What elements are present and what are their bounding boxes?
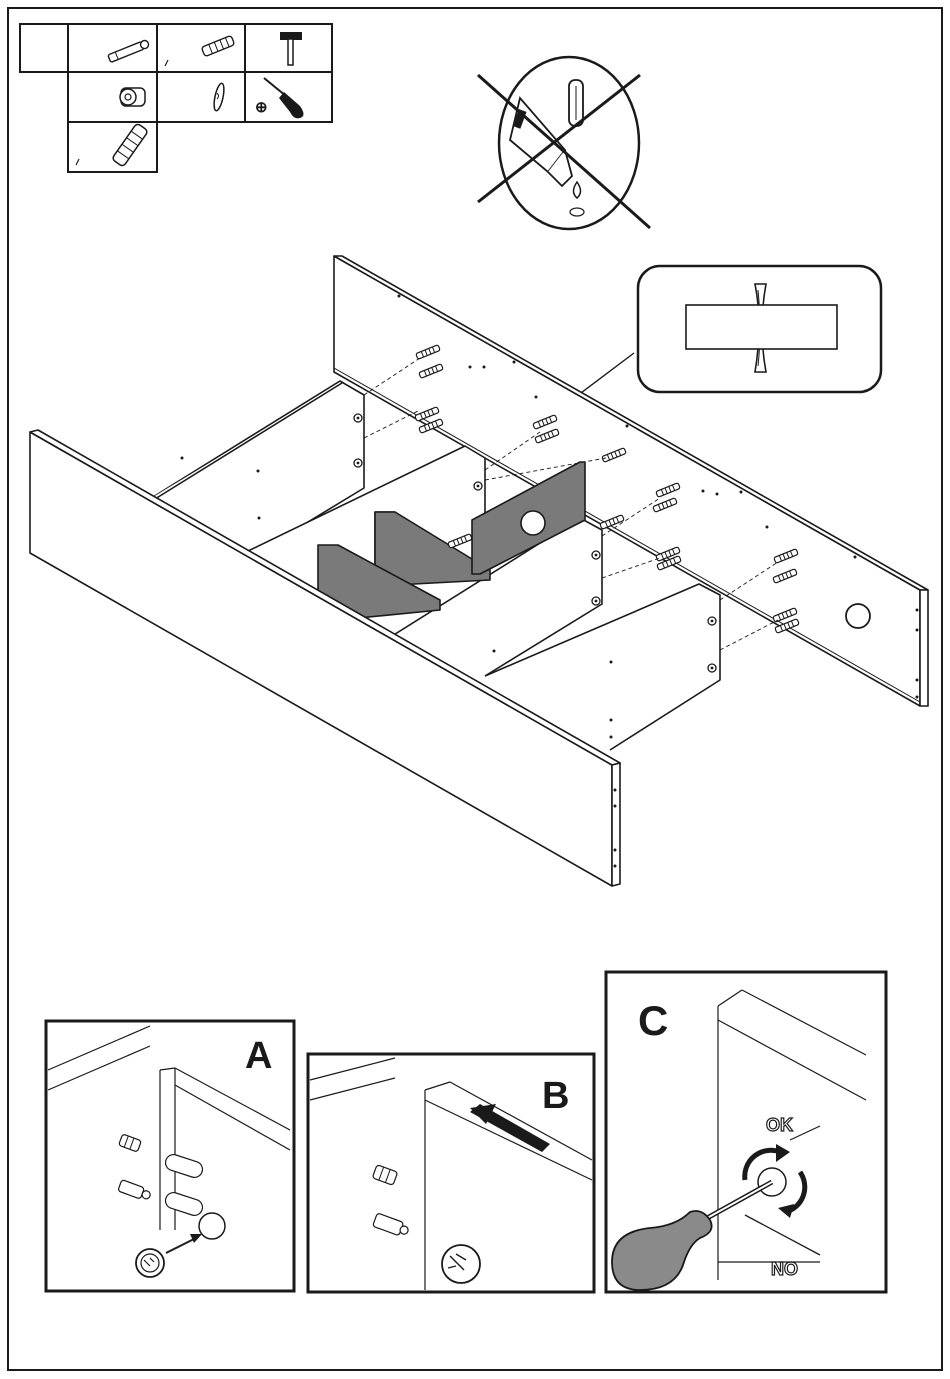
detail-a: A xyxy=(46,1021,294,1291)
cam-lock-icon xyxy=(120,88,145,106)
detail-a-letter: A xyxy=(245,1035,272,1077)
detail-b-letter: B xyxy=(542,1075,569,1117)
detail-c-letter: C xyxy=(638,997,668,1044)
detail-c: C OK NO xyxy=(606,972,886,1292)
phillips-symbol: ⊕ xyxy=(255,99,268,116)
cam-lock-icon xyxy=(442,1245,480,1283)
ok-label: OK xyxy=(766,1115,793,1135)
detail-b: B xyxy=(308,1054,594,1292)
